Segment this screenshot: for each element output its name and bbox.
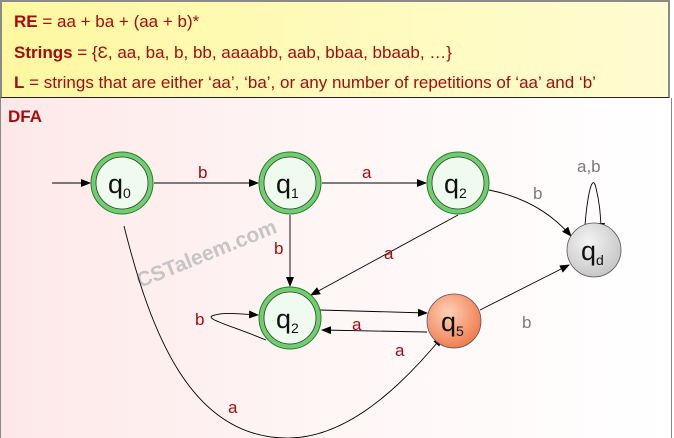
label-q1-q2b: b bbox=[274, 239, 283, 258]
edge-q2-qd bbox=[488, 189, 572, 237]
edge-q0-q5 bbox=[123, 225, 443, 438]
edge-q5-qd bbox=[479, 264, 570, 311]
label-q5-q2b: a bbox=[395, 341, 405, 360]
edge-q5-q2b bbox=[321, 326, 428, 335]
label-q2b-loop: b bbox=[195, 310, 204, 329]
strings-label: Strings bbox=[14, 43, 73, 62]
language-line: L = strings that are either ‘aa’, ‘ba’, … bbox=[14, 73, 596, 93]
edge-q2b-q5 bbox=[319, 308, 428, 317]
state-qd-dead: qd bbox=[566, 222, 622, 278]
state-q5: q5 bbox=[426, 293, 482, 349]
svg-text:q1: q1 bbox=[276, 169, 299, 201]
label-q2-qd: b bbox=[533, 184, 542, 203]
label-q0-q1: b bbox=[198, 163, 207, 182]
re-line: RE = aa + ba + (aa + b)* bbox=[14, 12, 199, 32]
strings-value: = {Ɛ, aa, ba, b, bb, aaaabb, aab, bbaa, … bbox=[72, 43, 452, 62]
svg-text:q2: q2 bbox=[444, 169, 467, 201]
re-value: = aa + ba + (aa + b)* bbox=[37, 12, 200, 31]
watermark: CSTaleem.com bbox=[133, 215, 280, 292]
state-q0: q0 bbox=[90, 151, 154, 215]
state-q2-lower: q2 bbox=[258, 286, 322, 350]
svg-text:q0: q0 bbox=[108, 169, 131, 201]
edge-q2-q2b bbox=[310, 214, 459, 296]
re-label: RE bbox=[14, 12, 38, 31]
dfa-title: DFA bbox=[8, 107, 42, 126]
state-q1: q1 bbox=[258, 151, 322, 215]
edge-qd-loop bbox=[583, 182, 605, 243]
svg-text:qd: qd bbox=[581, 236, 604, 268]
label-q5-qd: b bbox=[522, 313, 531, 332]
l-label: L bbox=[14, 73, 25, 92]
edge-q2b-loop bbox=[210, 310, 267, 341]
label-q2b-q5: a bbox=[352, 315, 362, 334]
label-q0-q5: a bbox=[228, 398, 238, 417]
svg-text:q2: q2 bbox=[276, 304, 299, 336]
state-q2: q2 bbox=[426, 151, 490, 215]
label-q2-q2b: a bbox=[384, 244, 394, 263]
label-q1-q2: a bbox=[362, 163, 372, 182]
regex-info-panel: RE = aa + ba + (aa + b)* Strings = {Ɛ, a… bbox=[0, 0, 670, 98]
strings-line: Strings = {Ɛ, aa, ba, b, bb, aaaabb, aab… bbox=[14, 43, 452, 63]
label-qd-loop: a,b bbox=[577, 157, 601, 176]
l-value: = strings that are either ‘aa’, ‘ba’, or… bbox=[24, 73, 596, 92]
svg-text:q5: q5 bbox=[441, 307, 464, 339]
